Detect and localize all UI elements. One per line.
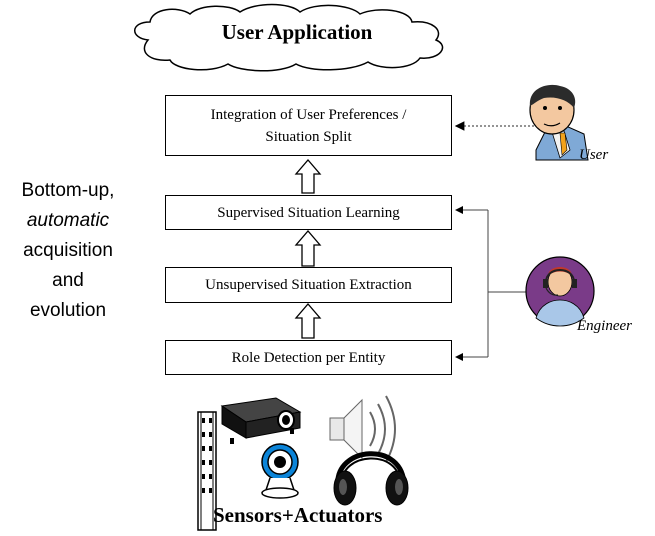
supervised-learning-stage-box: Supervised Situation Learning bbox=[165, 195, 452, 230]
film-strip-icon bbox=[197, 411, 217, 531]
cloud-icon bbox=[134, 3, 444, 72]
side-annotation: Bottom-up, automatic acquisition and evo… bbox=[8, 176, 128, 326]
role-detection-stage-label: Role Detection per Entity bbox=[231, 349, 386, 366]
side-annotation-line: and bbox=[52, 270, 84, 291]
side-annotation-line: acquisition bbox=[23, 240, 113, 261]
side-annotation-line: automatic bbox=[26, 210, 110, 231]
integration-stage-label-line1: Integration of User Preferences / bbox=[210, 106, 407, 123]
engineer-connector bbox=[487, 210, 527, 357]
unsupervised-extraction-stage-box: Unsupervised Situation Extraction bbox=[165, 267, 452, 303]
user-label: User bbox=[579, 147, 609, 163]
flow-arrow bbox=[294, 303, 322, 339]
sensors-actuators-label: Sensors+Actuators bbox=[213, 503, 383, 527]
supervised-learning-stage-label: Supervised Situation Learning bbox=[217, 204, 400, 221]
projector-icon bbox=[220, 397, 302, 444]
engineer-label: Engineer bbox=[577, 318, 632, 334]
engineer-person-icon bbox=[525, 256, 595, 327]
user-person-icon bbox=[529, 84, 589, 161]
speaker-icon bbox=[329, 395, 396, 463]
webcam-icon bbox=[261, 443, 299, 499]
diagram-title: User Application bbox=[221, 20, 373, 44]
side-annotation-line: Bottom-up, bbox=[21, 180, 115, 201]
headphones-icon bbox=[333, 451, 409, 506]
side-annotation-line: evolution bbox=[29, 300, 107, 321]
integration-stage-label-line2: Situation Split bbox=[265, 128, 352, 145]
unsupervised-extraction-stage-label: Unsupervised Situation Extraction bbox=[205, 277, 412, 293]
flow-arrow bbox=[294, 159, 322, 194]
role-detection-stage-box: Role Detection per Entity bbox=[165, 340, 452, 375]
integration-stage-box: Integration of User Preferences / Situat… bbox=[165, 95, 452, 156]
flow-arrow bbox=[294, 230, 322, 267]
